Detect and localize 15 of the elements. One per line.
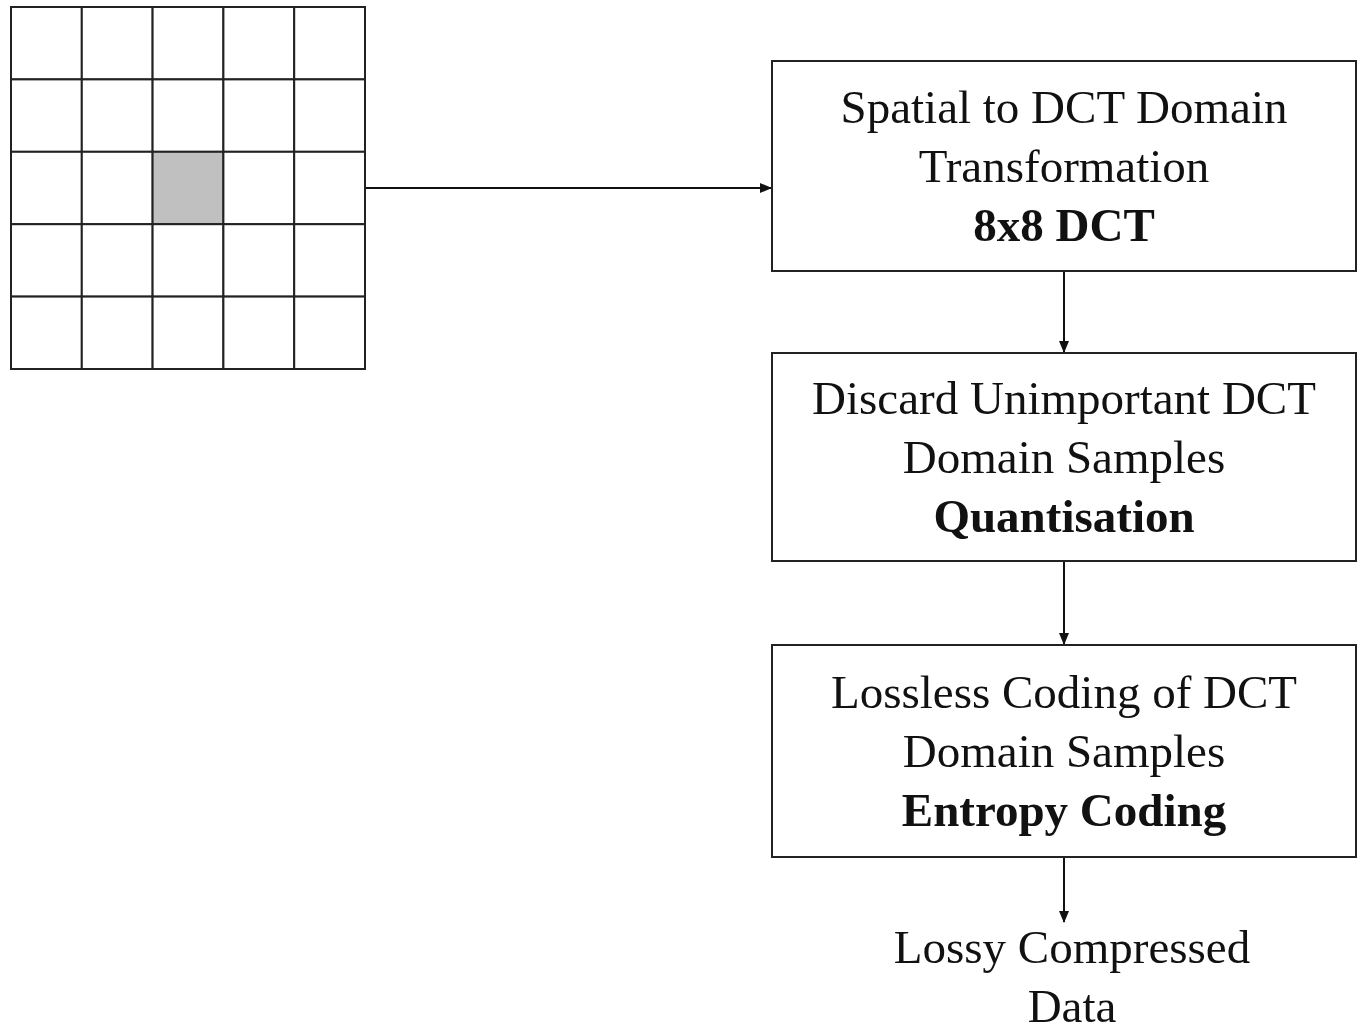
node-title: Discard Unimportant DCT Domain Samples (811, 370, 1317, 485)
grid-drawing (10, 6, 366, 370)
node-title: Lossless Coding of DCT Domain Samples (829, 664, 1299, 779)
node-title: Lossy Compressed Data (892, 920, 1252, 1029)
node-subtitle: Quantisation (933, 488, 1195, 544)
node-subtitle: 8x8 DCT (973, 197, 1155, 253)
arrow (1059, 857, 1069, 923)
arrow (1059, 271, 1069, 353)
node-title: Spatial to DCT Domain Transformation (839, 79, 1289, 194)
arrow (1059, 561, 1069, 645)
arrow (365, 183, 772, 193)
node-subtitle: Entropy Coding (901, 782, 1227, 838)
process-box (771, 60, 1357, 272)
process-box (771, 352, 1357, 562)
process-box (771, 644, 1357, 858)
